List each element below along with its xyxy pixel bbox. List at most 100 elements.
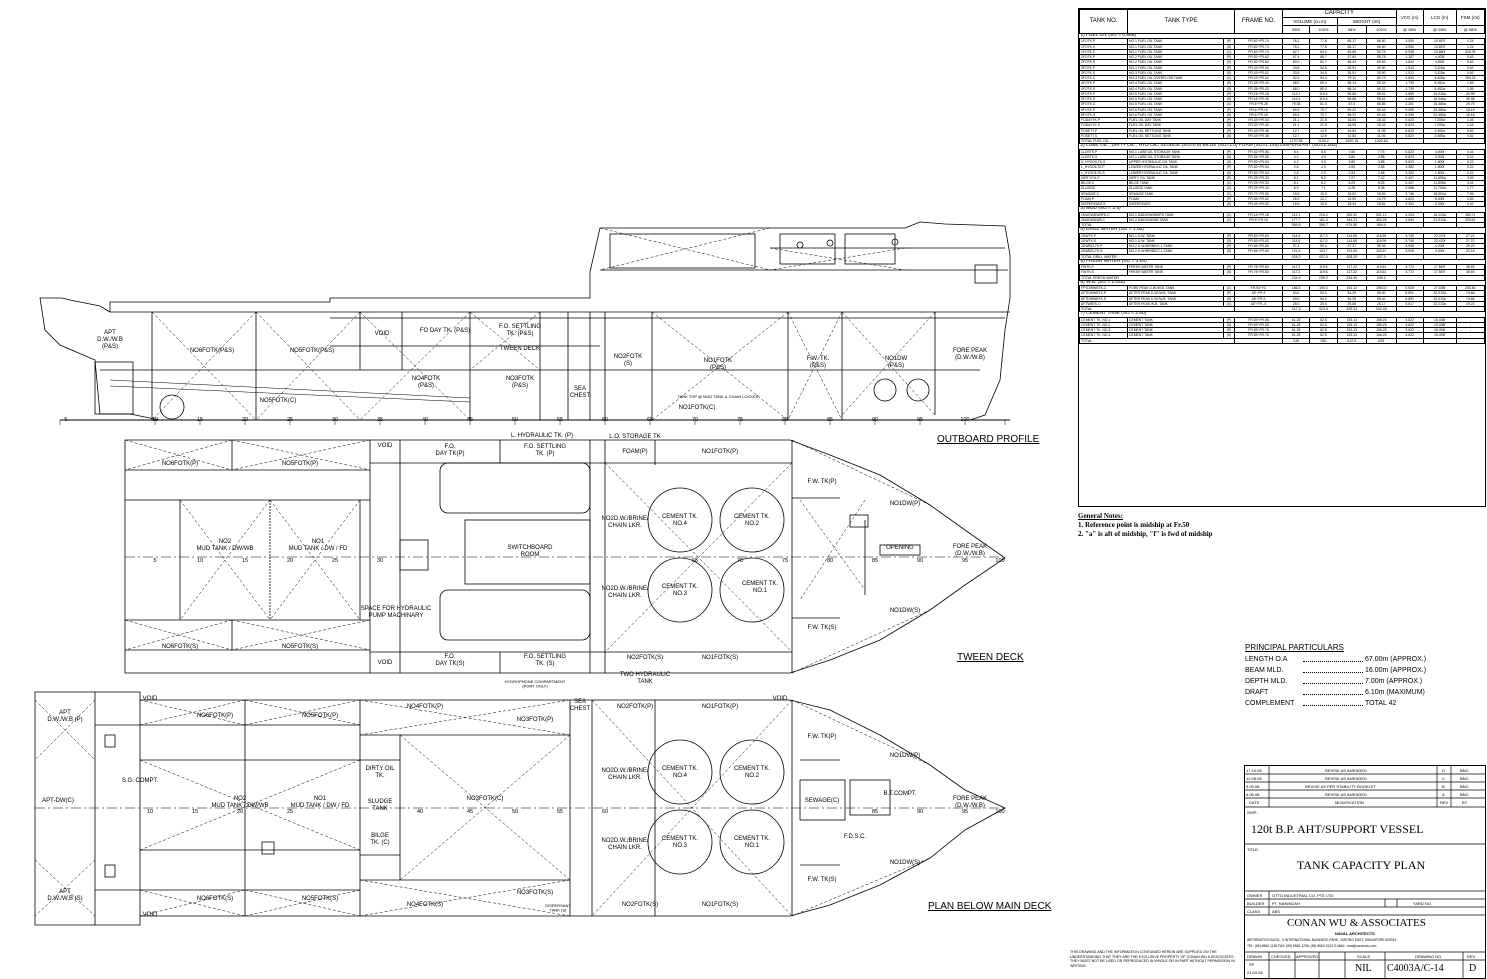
svg-text:90: 90 [872,417,878,423]
ship-drawing: -5 10 15 20 25 30 35 40 45 50 55 60 65 7… [34,221,1052,926]
col-lcg: LCG (m) [1422,9,1457,26]
title-block: 17.10.08 REVISE AS AMENDED D BMC 12.08.0… [1244,765,1486,979]
col-fsm: FSM (mt) [1455,9,1485,26]
svg-text:NO5FOTK(S): NO5FOTK(S) [302,896,338,902]
svg-text:CEMENT TK.NO.4: CEMENT TK.NO.4 [662,514,698,527]
svg-text:OPENING: OPENING [886,545,914,551]
svg-text:35: 35 [377,417,383,423]
svg-text:CEMENT TK.NO.1: CEMENT TK.NO.1 [734,836,770,849]
svg-text:FORE PEAK(D.W./W.B): FORE PEAK(D.W./W.B) [953,544,987,557]
svg-text:90: 90 [917,558,923,564]
svg-text:30: 30 [332,417,338,423]
tank-capacity-table: TANK NO. TANK TYPE FRAME NO. CAPACITY VC… [1078,8,1486,507]
general-notes: General Notes: 1. Reference point is mid… [1078,512,1213,539]
svg-text:NO3FOTK(C): NO3FOTK(C) [467,796,504,802]
svg-text:20: 20 [287,558,293,564]
svg-text:F.W. TK(P): F.W. TK(P) [808,734,837,740]
outboard-profile-title: OUTBOARD PROFILE [937,434,1040,445]
svg-text:VOID: VOID [143,696,158,702]
label-no4: NO4FOTK(P&S) [412,376,440,389]
svg-text:F.W. TK(P): F.W. TK(P) [808,479,837,485]
svg-text:25: 25 [287,809,293,815]
svg-text:10: 10 [147,809,153,815]
svg-text:F.W. TK(S): F.W. TK(S) [808,877,837,883]
svg-text:NO1DW(S): NO1DW(S) [890,860,920,866]
svg-text:100: 100 [995,809,1004,815]
svg-text:VOID: VOID [773,696,788,702]
svg-text:5: 5 [153,558,156,564]
title-block-lines [1245,766,1485,978]
svg-text:VOID: VOID [378,443,393,449]
svg-text:CEMENT TK.NO.3: CEMENT TK.NO.3 [662,584,698,597]
svg-text:65: 65 [692,558,698,564]
pp-row: BEAM MLD.16.00m (APPROX.) [1245,667,1427,674]
svg-text:NO5FOTK(P): NO5FOTK(P) [302,713,338,719]
svg-text:NO1DW(P): NO1DW(P) [890,753,920,759]
svg-text:20: 20 [242,417,248,423]
svg-text:NO2D.W./BRINE/CHAIN LKR.: NO2D.W./BRINE/CHAIN LKR. [601,838,648,851]
scale-value: NIL [1355,963,1372,974]
svg-text:95: 95 [962,558,968,564]
svg-text:100: 100 [995,558,1004,564]
col-tank-no: TANK NO. [1079,9,1129,34]
svg-text:VOID: VOID [378,660,393,666]
svg-text:50: 50 [512,809,518,815]
plan-below-main-deck [34,691,1006,926]
label-no2: NO2FOTK(S) [614,354,642,367]
svg-text:NO1FOTK(P): NO1FOTK(P) [702,704,738,710]
frame-numbers-plan: 10 15 20 25 40 45 50 55 60 85 90 95 100 [147,809,1005,815]
label-hyd-tk: L. HYDRAULIC TK. (P) [511,433,573,439]
svg-text:CEMENT TK.NO.2: CEMENT TK.NO.2 [734,766,770,779]
svg-text:45: 45 [467,417,473,423]
label-no1: NO1FOTK(P&S) [704,358,732,371]
svg-text:95: 95 [962,809,968,815]
svg-text:F.D.S.C.: F.D.S.C. [844,834,867,840]
col-volume: VOLUME (cu.m) [1282,17,1338,26]
svg-text:40: 40 [417,809,423,815]
svg-text:S.G. COMPT.: S.G. COMPT. [122,778,159,784]
label-no1c: NO1FOTK(C) [679,405,716,411]
svg-text:NO2FOTK(S): NO2FOTK(S) [627,655,663,661]
svg-text:NO2D.W./BRINE/CHAIN LKR.: NO2D.W./BRINE/CHAIN LKR. [601,768,648,781]
svg-text:75: 75 [782,558,788,564]
svg-text:80: 80 [827,558,833,564]
revision-value: D [1469,963,1477,974]
svg-text:15: 15 [242,558,248,564]
disclaimer: THIS DRAWING AND THE INFORMATION CONTAIN… [1070,950,1235,968]
frame-numbers-profile: -5 10 15 20 25 30 35 40 45 50 55 60 65 7… [63,417,970,423]
svg-text:50: 50 [512,417,518,423]
